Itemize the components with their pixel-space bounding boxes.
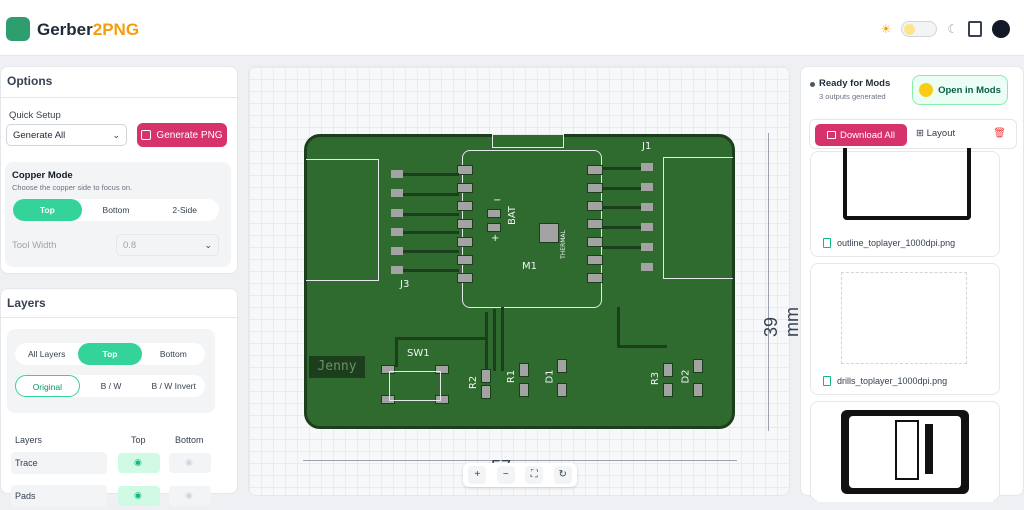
usb-outline bbox=[492, 134, 564, 148]
label-sw1: SW1 bbox=[407, 348, 430, 359]
layout-button[interactable]: ⊞ Layout bbox=[916, 128, 956, 139]
eye-icon[interactable] bbox=[169, 453, 211, 473]
theme-toggle[interactable] bbox=[901, 21, 938, 37]
color-mode-switch: Original B / W B / W Invert bbox=[15, 375, 205, 397]
height-dimension-label: 39 mm bbox=[761, 307, 802, 337]
layer-row-trace bbox=[11, 452, 107, 474]
status-subtitle: 3 outputs generated bbox=[819, 92, 886, 101]
chevron-down-icon: ⌄ bbox=[112, 130, 120, 140]
label-m1: M1 bbox=[522, 261, 537, 272]
connector-outline bbox=[306, 159, 379, 281]
fit-view-icon[interactable]: ⛶ bbox=[525, 466, 544, 484]
tool-width-select[interactable]: 0.8⌄ bbox=[116, 234, 219, 256]
layer-name: Pads bbox=[15, 491, 36, 501]
label-j1: J1 bbox=[642, 141, 652, 152]
copper-mode-switch: Top Bottom 2-Side bbox=[13, 199, 219, 221]
status-dot bbox=[810, 82, 815, 87]
outputs-actions: Download All ⊞ Layout 🗑 bbox=[809, 119, 1017, 149]
width-dimension-line bbox=[303, 460, 737, 461]
label-d1: D1 bbox=[544, 369, 556, 384]
color-bw-invert[interactable]: B / W Invert bbox=[151, 381, 196, 391]
sunglasses-icon bbox=[919, 83, 934, 97]
col-bottom: Bottom bbox=[175, 435, 204, 445]
eye-icon[interactable] bbox=[169, 486, 211, 506]
output-card-drills[interactable]: drills_toplayer_1000dpi.png bbox=[810, 263, 1000, 395]
book-icon[interactable] bbox=[968, 21, 982, 37]
label-d2: D2 bbox=[680, 369, 692, 384]
output-card-outline[interactable]: outline_toplayer_1000dpi.png bbox=[810, 148, 1000, 257]
copper-mode-top[interactable]: Top bbox=[13, 199, 82, 221]
col-layers: Layers bbox=[15, 435, 43, 445]
color-bw[interactable]: B / W bbox=[100, 381, 122, 391]
filter-bottom[interactable]: Bottom bbox=[159, 349, 187, 359]
height-dimension-line bbox=[768, 133, 769, 431]
connector-outline bbox=[663, 157, 733, 279]
layer-filter-box bbox=[7, 329, 215, 413]
label-jenny: Jenny bbox=[309, 356, 365, 378]
label-minus: − bbox=[493, 195, 502, 206]
layer-name: Trace bbox=[15, 458, 38, 468]
label-r2: R2 bbox=[468, 375, 480, 390]
filter-top[interactable]: Top bbox=[78, 343, 142, 365]
traces-thumbnail bbox=[817, 410, 993, 502]
outputs-panel: Ready for Mods 3 outputs generated Open … bbox=[800, 66, 1024, 502]
github-icon[interactable] bbox=[992, 20, 1010, 38]
chevron-down-icon: ⌄ bbox=[204, 240, 212, 250]
status-title: Ready for Mods bbox=[819, 78, 891, 89]
quick-setup-select[interactable]: Generate All⌄ bbox=[6, 124, 127, 146]
folder-icon bbox=[827, 131, 837, 139]
file-icon bbox=[823, 238, 831, 248]
reset-view-icon[interactable]: ↻ bbox=[553, 466, 572, 484]
label-plus: + bbox=[491, 233, 500, 244]
zoom-in-icon[interactable]: + bbox=[468, 466, 487, 484]
moon-icon: ☾ bbox=[947, 22, 958, 36]
zoom-out-icon[interactable]: − bbox=[496, 466, 515, 484]
module-outline bbox=[462, 150, 602, 308]
copper-mode-desc: Choose the copper side to focus on. bbox=[12, 183, 133, 192]
switch-outline bbox=[389, 371, 441, 401]
options-panel: Options Quick Setup Generate All⌄ Genera… bbox=[0, 66, 239, 274]
pcb-preview-canvas[interactable]: J1 J3 M1 BAT + − THERMAL SW1 R2 R1 D1 R3… bbox=[248, 66, 802, 496]
tool-width-label: Tool Width bbox=[12, 240, 57, 251]
logo-icon bbox=[6, 17, 30, 41]
app-title: Gerber2PNG bbox=[37, 20, 140, 39]
color-original[interactable]: Original bbox=[15, 375, 80, 397]
file-drills: drills_toplayer_1000dpi.png bbox=[823, 376, 947, 386]
download-all-button[interactable]: Download All bbox=[815, 124, 907, 146]
label-r1: R1 bbox=[506, 369, 518, 384]
pcb-board: J1 J3 M1 BAT + − THERMAL SW1 R2 R1 D1 R3… bbox=[304, 134, 735, 429]
label-r3: R3 bbox=[650, 371, 662, 386]
layer-row-pads bbox=[11, 485, 107, 507]
layers-panel: Layers All Layers Top Bottom Original B … bbox=[0, 288, 239, 507]
sun-icon: ☀ bbox=[880, 22, 892, 36]
label-thermal: THERMAL bbox=[559, 230, 567, 259]
file-icon bbox=[823, 376, 831, 386]
copper-mode-bottom[interactable]: Bottom bbox=[102, 205, 130, 215]
trash-icon[interactable]: 🗑 bbox=[993, 128, 1006, 139]
image-icon bbox=[141, 130, 152, 140]
eye-icon[interactable] bbox=[118, 486, 160, 506]
generate-png-button[interactable]: Generate PNG bbox=[137, 123, 227, 147]
outline-thumbnail bbox=[817, 148, 993, 222]
label-j3: J3 bbox=[400, 279, 410, 290]
open-in-mods-button[interactable]: Open in Mods bbox=[912, 75, 1008, 105]
app-header: Gerber2PNG ☀ ☾ bbox=[0, 0, 1024, 56]
copper-mode-title: Copper Mode bbox=[12, 170, 73, 181]
zoom-controls: + − ⛶ ↻ bbox=[463, 463, 577, 487]
file-outline: outline_toplayer_1000dpi.png bbox=[823, 238, 955, 248]
grid-icon: ⊞ bbox=[916, 128, 924, 139]
layers-title: Layers bbox=[7, 296, 46, 310]
output-card-traces[interactable] bbox=[810, 401, 1000, 502]
col-top: Top bbox=[131, 435, 146, 445]
quick-setup-label: Quick Setup bbox=[9, 110, 61, 121]
eye-icon[interactable] bbox=[118, 453, 160, 473]
filter-all-layers[interactable]: All Layers bbox=[28, 349, 66, 359]
label-bat: BAT bbox=[507, 205, 519, 226]
options-title: Options bbox=[7, 74, 53, 88]
drills-thumbnail bbox=[817, 272, 993, 368]
copper-mode-2side[interactable]: 2-Side bbox=[172, 205, 197, 215]
side-filter-switch: All Layers Top Bottom bbox=[15, 343, 205, 365]
